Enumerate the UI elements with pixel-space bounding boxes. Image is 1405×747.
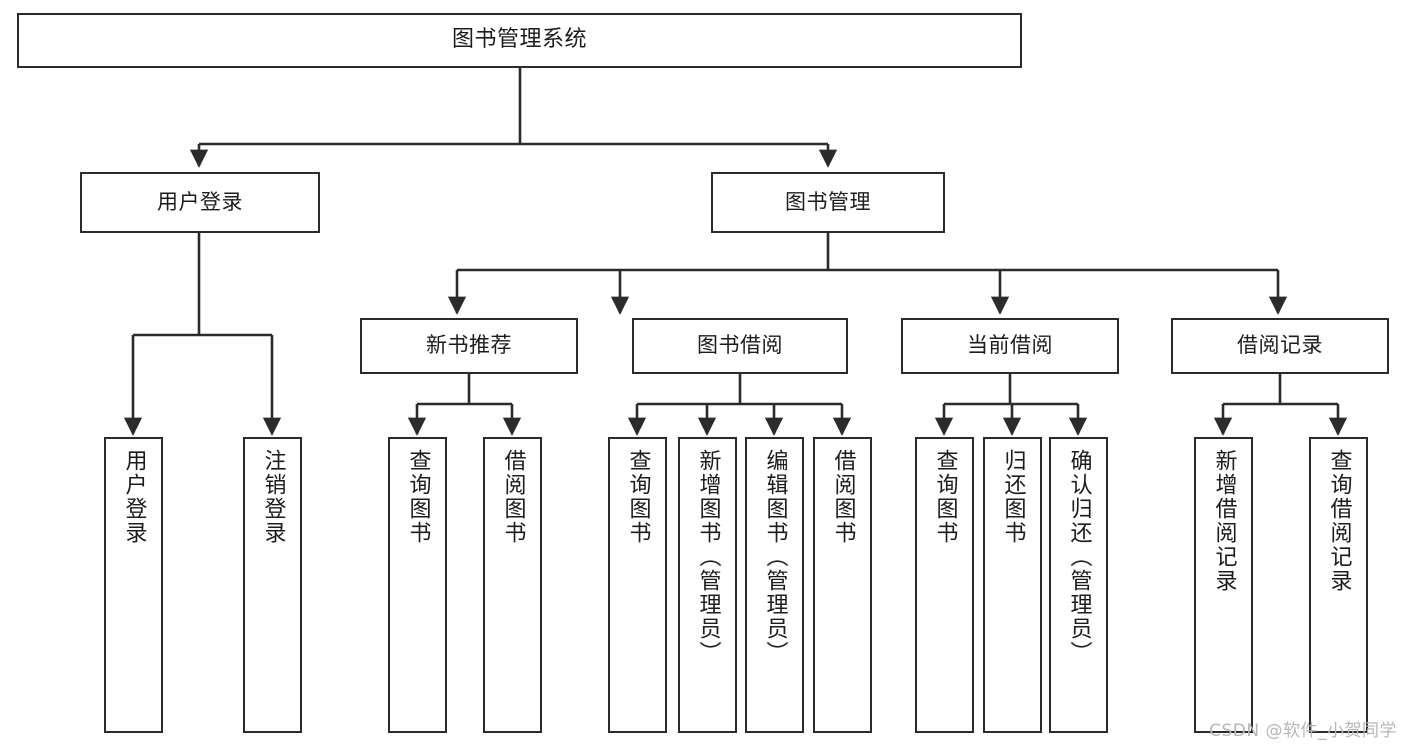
- node-book-borrow[interactable]: 图书借阅: [632, 318, 848, 374]
- node-borrow-record[interactable]: 借阅记录: [1171, 318, 1389, 374]
- node-user-login-label: 用户登录: [157, 189, 243, 214]
- leaf-confirm-return[interactable]: 确认归还（管理员）: [1049, 437, 1108, 733]
- leaf-borrow-book-1[interactable]: 借阅图书: [483, 437, 542, 733]
- leaf-logout-login[interactable]: 注销登录: [243, 437, 302, 733]
- leaf-borrow-book-2-label: 借阅图书: [830, 449, 856, 545]
- leaf-query-book-1-label: 查询图书: [405, 449, 431, 545]
- leaf-query-book-3-label: 查询图书: [932, 449, 958, 545]
- leaf-query-book-3[interactable]: 查询图书: [915, 437, 974, 733]
- node-root[interactable]: 图书管理系统: [17, 13, 1022, 68]
- node-user-login[interactable]: 用户登录: [80, 172, 320, 233]
- node-borrow-record-label: 借阅记录: [1237, 333, 1323, 358]
- leaf-query-book-2-label: 查询图书: [625, 449, 651, 545]
- leaf-return-book-label: 归还图书: [1000, 449, 1026, 545]
- leaf-borrow-book-2[interactable]: 借阅图书: [813, 437, 872, 733]
- node-book-management-label: 图书管理: [785, 189, 871, 214]
- leaf-confirm-return-label: 确认归还（管理员）: [1066, 449, 1092, 665]
- leaf-add-book-label: 新增图书（管理员）: [695, 449, 721, 665]
- leaf-logout-login-label: 注销登录: [260, 449, 286, 545]
- leaf-return-book[interactable]: 归还图书: [983, 437, 1042, 733]
- node-book-borrow-label: 图书借阅: [697, 333, 783, 358]
- leaf-add-book[interactable]: 新增图书（管理员）: [678, 437, 737, 733]
- node-root-label: 图书管理系统: [451, 27, 587, 53]
- leaf-edit-book[interactable]: 编辑图书（管理员）: [745, 437, 804, 733]
- leaf-edit-book-label: 编辑图书（管理员）: [762, 449, 788, 665]
- node-current-borrow[interactable]: 当前借阅: [901, 318, 1119, 374]
- leaf-query-book-2[interactable]: 查询图书: [608, 437, 667, 733]
- node-new-book-recommend[interactable]: 新书推荐: [360, 318, 578, 374]
- leaf-add-record-label: 新增借阅记录: [1211, 449, 1237, 593]
- leaf-borrow-book-1-label: 借阅图书: [500, 449, 526, 545]
- leaf-query-record-label: 查询借阅记录: [1326, 449, 1352, 593]
- node-new-book-recommend-label: 新书推荐: [426, 333, 512, 358]
- leaf-user-login-label: 用户登录: [121, 449, 147, 545]
- leaf-query-record[interactable]: 查询借阅记录: [1309, 437, 1368, 733]
- node-book-management[interactable]: 图书管理: [711, 172, 945, 233]
- node-current-borrow-label: 当前借阅: [967, 333, 1053, 358]
- leaf-user-login[interactable]: 用户登录: [104, 437, 163, 733]
- leaf-add-record[interactable]: 新增借阅记录: [1194, 437, 1253, 733]
- leaf-query-book-1[interactable]: 查询图书: [388, 437, 447, 733]
